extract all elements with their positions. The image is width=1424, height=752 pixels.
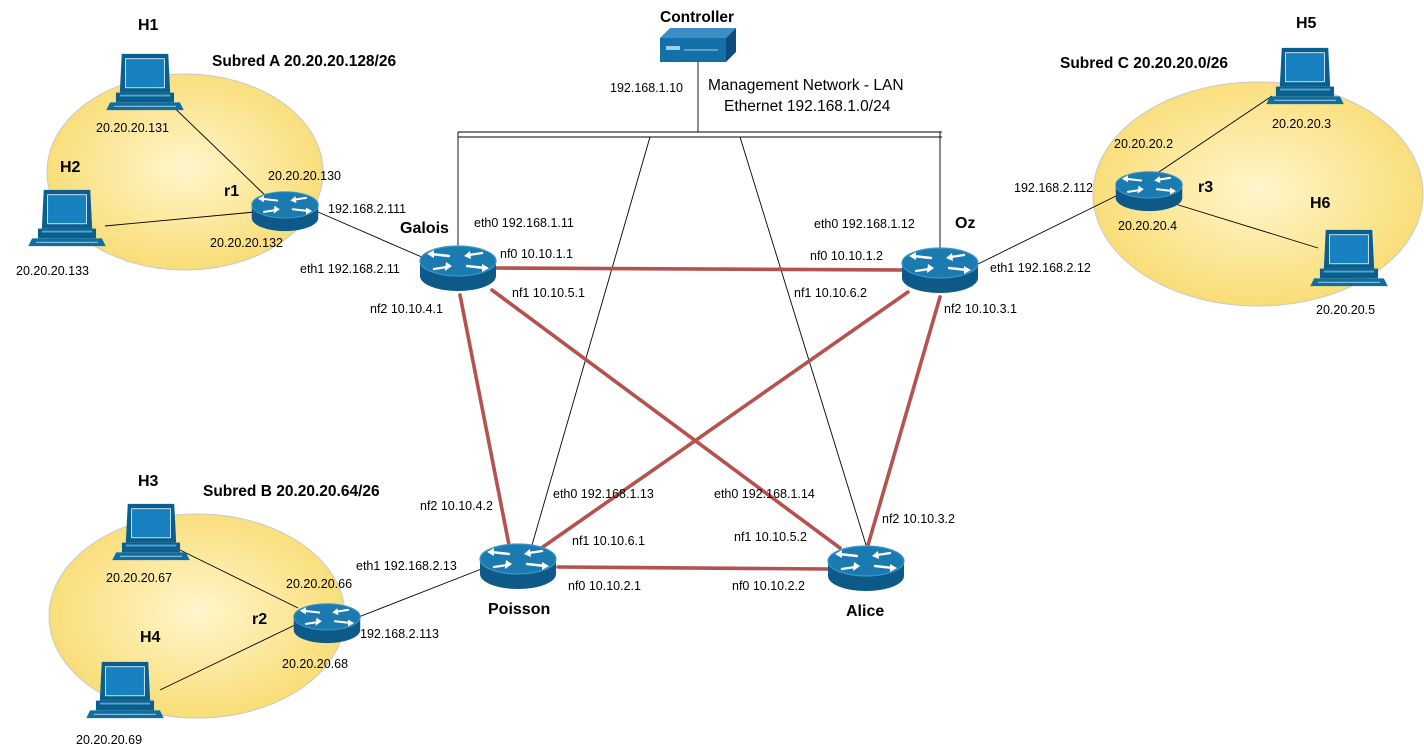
host-h5-name: H5 xyxy=(1296,15,1317,32)
router-r1-icon[interactable] xyxy=(250,190,320,233)
galois-nf2: nf2 10.10.4.1 xyxy=(370,302,443,316)
link-h5-r3 xyxy=(1149,95,1273,179)
controller-ip: 192.168.1.10 xyxy=(610,81,683,95)
access-links xyxy=(104,93,1319,691)
router-r2-uplink-ip: 192.168.2.113 xyxy=(360,627,439,641)
oz-eth0: eth0 192.168.1.12 xyxy=(814,217,915,231)
poisson-nf0: nf0 10.10.2.1 xyxy=(568,579,641,593)
router-r1-uplink-ip: 192.168.2.111 xyxy=(328,202,406,216)
galois-eth0: eth0 192.168.1.11 xyxy=(474,216,574,230)
link-h3-r2 xyxy=(179,549,299,609)
mgmt-link-alice xyxy=(739,136,867,546)
router-r2-ip-bottom: 20.20.20.68 xyxy=(282,657,348,671)
host-h6-name: H6 xyxy=(1310,195,1331,212)
router-oz-name: Oz xyxy=(955,215,975,232)
router-r1-ip-top: 20.20.20.130 xyxy=(268,169,341,183)
router-oz-icon[interactable] xyxy=(900,246,980,295)
router-r3-uplink-ip: 192.168.2.112 xyxy=(1014,181,1093,195)
poisson-eth0: eth0 192.168.1.13 xyxy=(553,487,654,501)
galois-nf0: nf0 10.10.1.1 xyxy=(500,247,573,261)
mgmt-network-label-2: Ethernet 192.168.1.0/24 xyxy=(724,98,891,115)
host-h5-ip: 20.20.20.3 xyxy=(1272,117,1331,131)
link-galois-poisson xyxy=(458,293,511,547)
link-h1-r1 xyxy=(159,93,271,201)
link-h2-r1 xyxy=(104,211,256,227)
galois-nf1: nf1 10.10.5.1 xyxy=(512,286,585,300)
router-r3-ip-bottom: 20.20.20.4 xyxy=(1118,219,1177,233)
router-r3-icon[interactable] xyxy=(1114,170,1184,213)
alice-eth0: eth0 192.168.1.14 xyxy=(714,487,815,501)
link-galois-alice xyxy=(490,288,842,550)
subnet-b-title: Subred B 20.20.20.64/26 xyxy=(203,483,380,500)
server-icon[interactable] xyxy=(659,27,737,63)
host-h4-ip: 20.20.20.69 xyxy=(76,733,142,747)
link-r3-oz xyxy=(975,195,1117,266)
router-r3-name: r3 xyxy=(1198,179,1213,196)
host-h2-name: H2 xyxy=(60,159,81,176)
alice-nf2: nf2 10.10.3.2 xyxy=(882,512,955,526)
host-h1-name: H1 xyxy=(138,17,159,34)
router-galois-icon[interactable] xyxy=(418,244,498,293)
router-r2-ip-top: 20.20.20.66 xyxy=(286,577,352,591)
link-galois-oz xyxy=(492,266,906,272)
subnet-c-title: Subred C 20.20.20.0/26 xyxy=(1060,55,1228,72)
router-r1-name: r1 xyxy=(224,183,239,200)
host-h3-name: H3 xyxy=(138,473,159,490)
link-h4-r2 xyxy=(159,624,296,691)
router-r2-name: r2 xyxy=(252,611,267,628)
link-r1-galois xyxy=(317,211,425,259)
oz-nf2: nf2 10.10.3.1 xyxy=(944,302,1017,316)
alice-nf1: nf1 10.10.5.2 xyxy=(734,530,807,544)
mgmt-network-label-1: Management Network - LAN xyxy=(708,77,904,94)
alice-nf0: nf0 10.10.2.2 xyxy=(732,579,805,593)
link-poisson-alice xyxy=(556,565,830,571)
router-r3-ip-top: 20.20.20.2 xyxy=(1114,137,1173,151)
host-h1-ip: 20.20.20.131 xyxy=(96,121,169,135)
router-r1-ip-bottom: 20.20.20.132 xyxy=(210,236,283,250)
poisson-nf2: nf2 10.10.4.2 xyxy=(420,499,493,513)
router-r2-icon[interactable] xyxy=(292,602,362,645)
router-alice-icon[interactable] xyxy=(826,544,906,593)
router-poisson-icon[interactable] xyxy=(478,542,558,591)
oz-eth1: eth1 192.168.2.12 xyxy=(990,261,1091,275)
link-r2-poisson xyxy=(355,567,485,619)
poisson-eth1: eth1 192.168.2.13 xyxy=(356,559,457,573)
data-plane-links xyxy=(458,266,942,571)
router-poisson-name: Poisson xyxy=(488,601,550,618)
host-h5-icon[interactable] xyxy=(1265,47,1345,105)
mgmt-link-poisson xyxy=(531,136,651,546)
oz-nf0: nf0 10.10.1.2 xyxy=(810,249,883,263)
host-h6-ip: 20.20.20.5 xyxy=(1316,303,1375,317)
router-galois-name: Galois xyxy=(400,220,449,237)
router-alice-name: Alice xyxy=(846,603,884,620)
link-h6-r3 xyxy=(1171,202,1319,249)
management-network-links xyxy=(457,60,942,546)
oz-nf1: nf1 10.10.6.2 xyxy=(794,286,867,300)
galois-eth1: eth1 192.168.2.11 xyxy=(300,262,400,276)
link-oz-alice xyxy=(866,295,942,547)
subnet-a-title: Subred A 20.20.20.128/26 xyxy=(212,53,396,70)
link-oz-poisson xyxy=(538,290,910,551)
controller-name: Controller xyxy=(660,9,734,26)
host-h3-ip: 20.20.20.67 xyxy=(106,571,172,585)
host-h2-ip: 20.20.20.133 xyxy=(16,264,89,278)
poisson-nf1: nf1 10.10.6.1 xyxy=(572,534,645,548)
host-h4-name: H4 xyxy=(140,629,161,646)
